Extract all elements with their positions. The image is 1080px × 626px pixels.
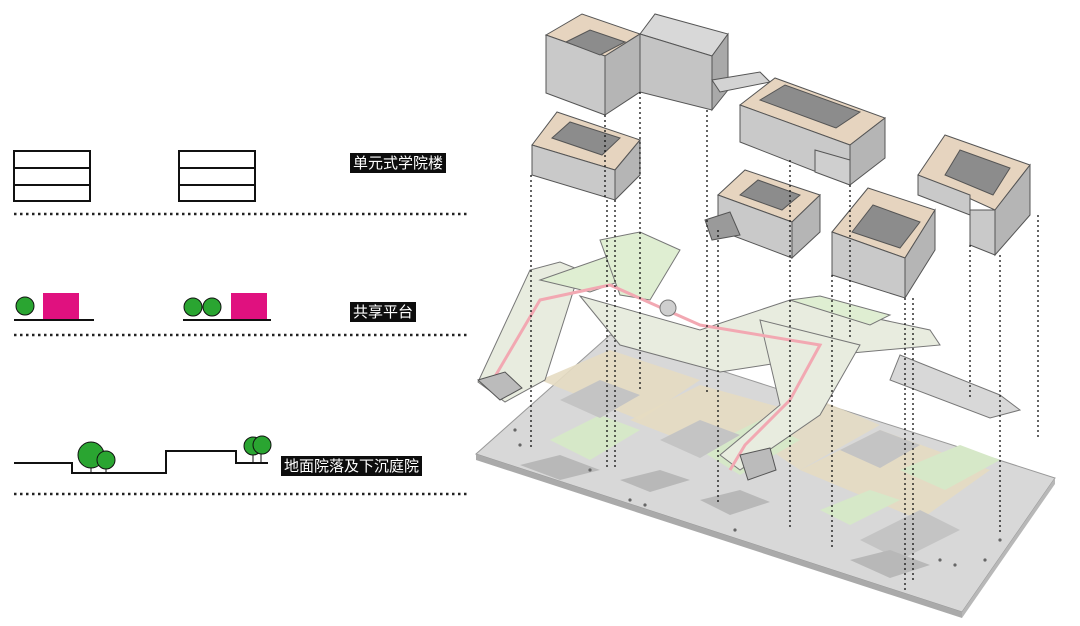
- unit-building-icon-b: [178, 150, 256, 202]
- shared-platform-icon-a: [14, 293, 94, 321]
- tree-icon: [183, 297, 203, 317]
- building-far-right: [917, 134, 1031, 257]
- building-mid-right: [831, 187, 936, 300]
- tree-icon: [202, 297, 222, 317]
- ground-plane: [475, 334, 1056, 618]
- platform-block-icon: [43, 293, 79, 321]
- unit-building-icon-a: [13, 150, 91, 202]
- layer-label-unit-buildings: 单元式学院楼: [350, 153, 447, 173]
- tree-icon: [15, 296, 35, 316]
- platform-block-icon: [231, 293, 267, 321]
- unit-buildings-layer: [531, 13, 1031, 300]
- projection-lines: [530, 92, 1039, 590]
- building-top-tower: [639, 13, 729, 112]
- tree-icon: [252, 435, 272, 455]
- building-mid-center: [704, 169, 821, 260]
- building-top-right: [738, 77, 887, 187]
- tree-icon: [96, 450, 116, 470]
- layer-label-ground-courtyards: 地面院落及下沉庭院: [281, 456, 423, 476]
- ground-section-icon: [14, 435, 272, 474]
- shared-platform-icon-b: [183, 293, 271, 321]
- building-top-left: [544, 13, 642, 116]
- layer-label-shared-platform: 共享平台: [350, 302, 417, 322]
- building-mid-left: [531, 111, 641, 202]
